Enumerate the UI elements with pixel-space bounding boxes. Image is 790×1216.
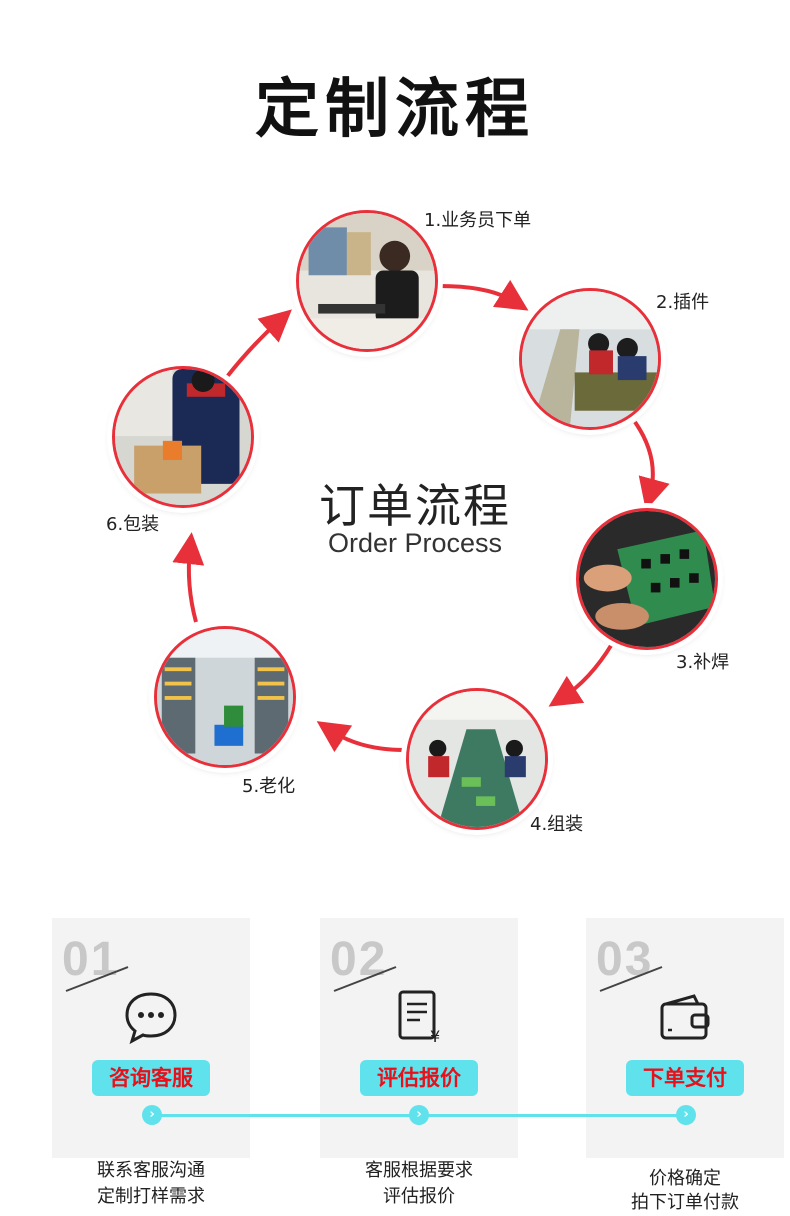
order-process-subtitle: Order Process xyxy=(327,528,503,558)
process-arrows xyxy=(172,279,670,753)
progress-dot-2: › xyxy=(409,1105,429,1125)
consult-service-button[interactable]: 咨询客服 xyxy=(92,1060,210,1096)
arrow-2-to-3 xyxy=(633,420,670,511)
card-desc-line1: 价格确定 xyxy=(649,1168,721,1189)
step-6-photo xyxy=(112,366,254,508)
card-number: 03 xyxy=(596,933,654,986)
place-order-pay-button[interactable]: 下单支付 xyxy=(626,1060,744,1096)
order-process-cycle: 1.业务员下单 2.插件 3.补焊 xyxy=(0,190,790,850)
step-4-label: 4.组装 xyxy=(530,814,584,835)
step-5-label: 5.老化 xyxy=(242,776,296,797)
step-2-photo xyxy=(519,288,661,430)
arrow-4-to-5 xyxy=(316,721,405,753)
step-5-photo xyxy=(154,626,296,768)
progress-dot-1: › xyxy=(142,1105,162,1125)
wallet-icon xyxy=(660,994,710,1040)
card-desc-line2: 定制打样需求 xyxy=(97,1186,205,1207)
slash-decoration xyxy=(599,966,663,992)
step-6-label: 6.包装 xyxy=(106,514,160,535)
order-process-title: 订单流程 xyxy=(319,479,511,533)
evaluate-quote-button[interactable]: 评估报价 xyxy=(360,1060,478,1096)
step-4-photo xyxy=(406,688,548,830)
progress-dot-3: › xyxy=(676,1105,696,1125)
card-number: 02 xyxy=(330,933,388,986)
arrow-5-to-6 xyxy=(172,532,205,623)
slash-decoration xyxy=(333,966,397,992)
svg-text:¥: ¥ xyxy=(430,1027,440,1046)
card-desc-line2: 评估报价 xyxy=(383,1186,455,1207)
step-1-label: 1.业务员下单 xyxy=(424,210,532,231)
step-3-photo xyxy=(576,508,718,650)
arrow-6-to-1 xyxy=(224,309,292,380)
step-1-photo xyxy=(296,210,438,352)
card-number: 01 xyxy=(62,933,120,986)
arrow-1-to-2 xyxy=(439,279,529,311)
step-3-label: 3.补焊 xyxy=(676,652,730,673)
quote-document-icon: ¥ xyxy=(398,990,440,1046)
card-desc-line2: 拍下订单付款 xyxy=(631,1192,739,1213)
step-2-label: 2.插件 xyxy=(656,292,710,313)
arrow-3-to-4 xyxy=(548,642,614,707)
slash-decoration xyxy=(65,966,129,992)
chat-bubble-icon xyxy=(125,992,177,1045)
service-steps: 01 咨询客服 联系客服沟通 定制打样需求 02 ¥ 评估报价 客服根据要求 评… xyxy=(0,918,790,1216)
card-desc-line1: 联系客服沟通 xyxy=(97,1160,205,1181)
card-desc-line1: 客服根据要求 xyxy=(365,1160,473,1181)
page-title: 定制流程 xyxy=(255,73,535,147)
service-card-2: 02 ¥ 评估报价 客服根据要求 评估报价 xyxy=(320,918,518,1207)
